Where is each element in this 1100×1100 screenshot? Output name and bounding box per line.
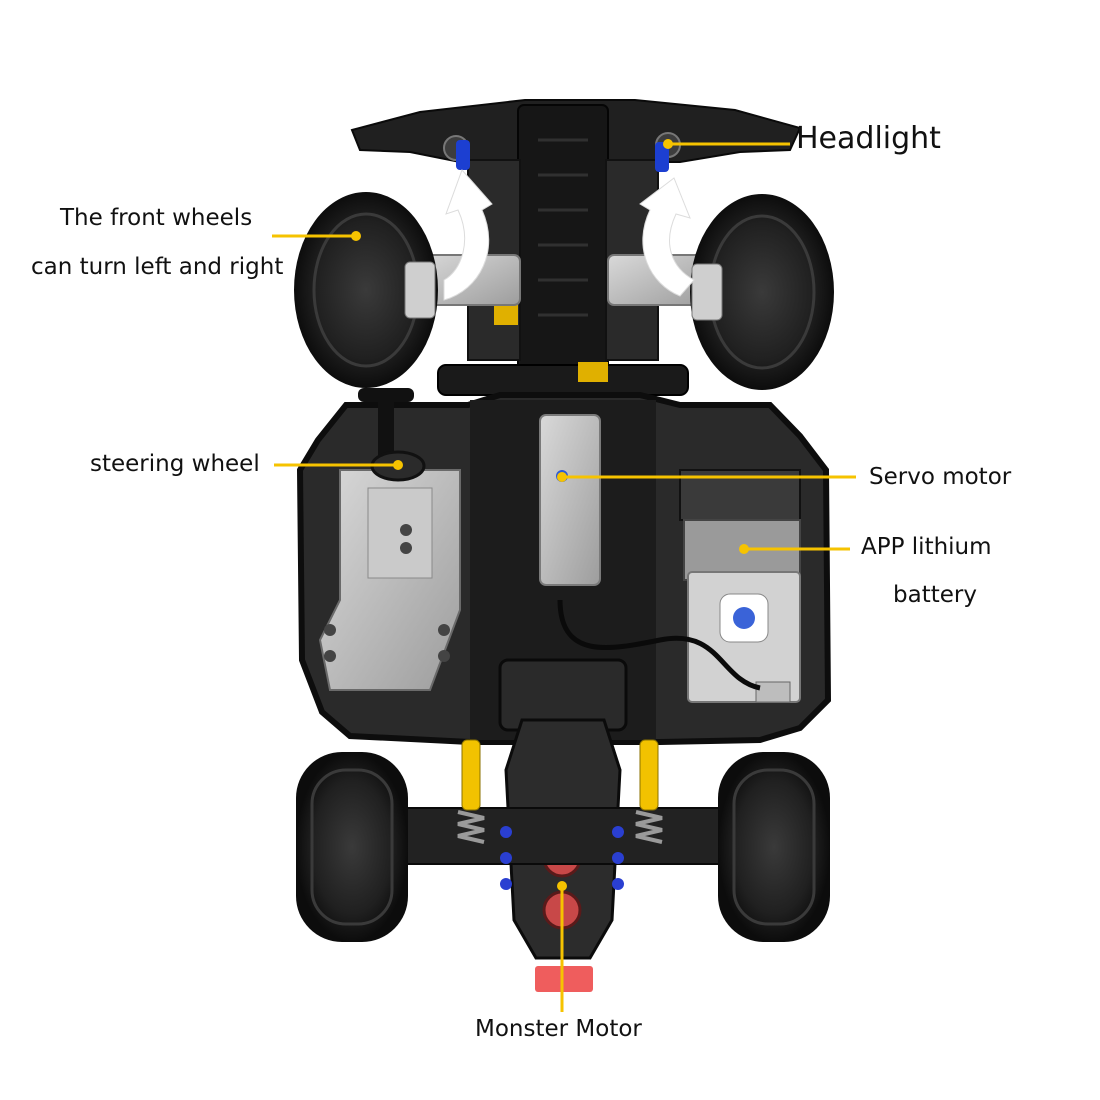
rear-left-wheel bbox=[296, 752, 408, 942]
center-spine bbox=[517, 104, 609, 376]
battery-box bbox=[679, 469, 801, 703]
callout-battery-line2: battery bbox=[893, 582, 977, 608]
rear-right-wheel bbox=[718, 752, 830, 942]
headlight-leader-dot bbox=[663, 139, 673, 149]
callout-monster-motor: Monster Motor bbox=[475, 1016, 642, 1042]
steering-wheel-leader-dot bbox=[393, 460, 403, 470]
front-wheels-leader-dot bbox=[351, 231, 361, 241]
callout-steering-wheel: steering wheel bbox=[90, 451, 260, 477]
turn-right-arrow bbox=[639, 177, 695, 297]
turn-left-arrow bbox=[443, 169, 493, 301]
callout-leaders bbox=[272, 139, 856, 1012]
callout-battery-line1: APP lithium bbox=[861, 534, 992, 560]
servo-motor bbox=[539, 414, 601, 586]
front-right-wheel bbox=[690, 194, 834, 390]
battery-leader-dot bbox=[739, 544, 749, 554]
monster-motor-leader-dot bbox=[557, 881, 567, 891]
front-left-wheel bbox=[294, 192, 438, 388]
callout-front-wheels-line2: can turn left and right bbox=[31, 254, 284, 280]
callout-headlight: Headlight bbox=[796, 121, 941, 156]
servo-motor-leader-dot bbox=[557, 472, 567, 482]
callout-servo-motor: Servo motor bbox=[869, 464, 1012, 490]
lego-car-model bbox=[294, 99, 834, 992]
callout-front-wheels-line1: The front wheels bbox=[60, 205, 253, 231]
seat bbox=[318, 469, 461, 691]
